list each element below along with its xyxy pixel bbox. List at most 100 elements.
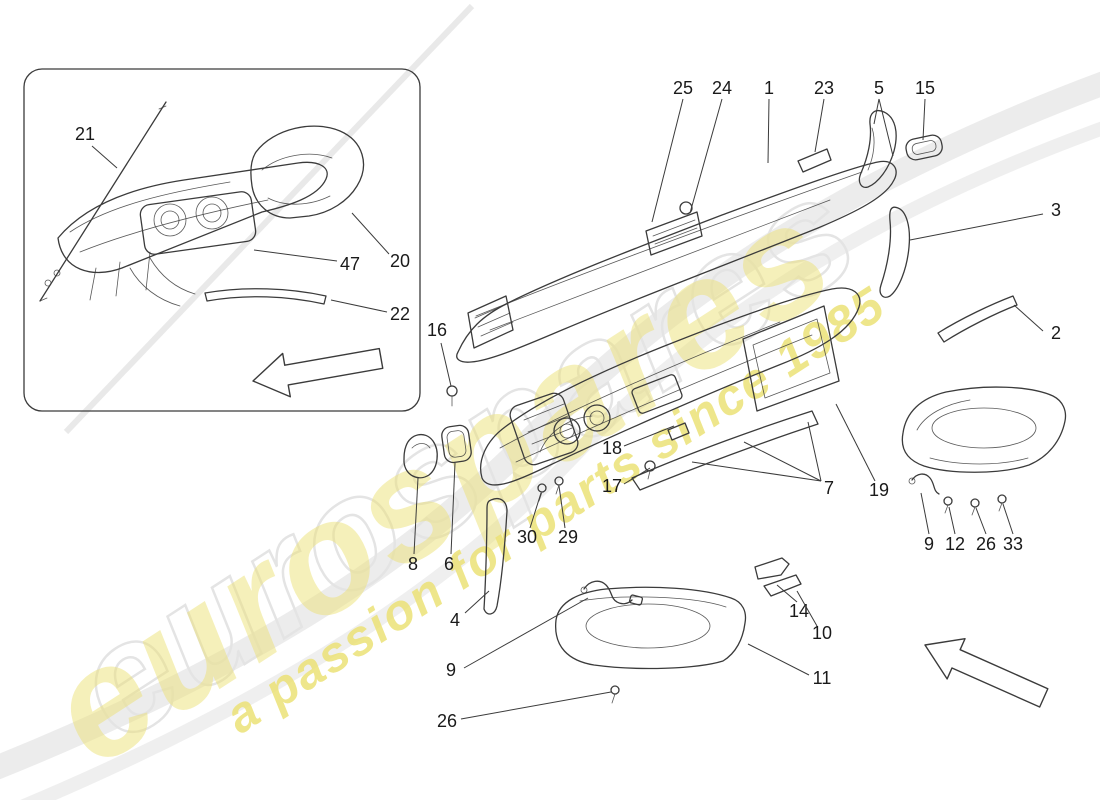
- radio-slot: [631, 374, 683, 414]
- column-lower-trim: [129, 257, 196, 307]
- callout-7: 7: [824, 478, 834, 498]
- leader-line-9: [920, 492, 930, 535]
- screw-26-right: [970, 498, 980, 508]
- glovebox-frame-19: [742, 305, 840, 412]
- callout-9: 9: [446, 660, 456, 680]
- screw-icon: [53, 269, 61, 277]
- side-vent-15: [905, 134, 943, 161]
- leader-line-24: [689, 98, 723, 214]
- screw-33: [997, 494, 1007, 504]
- leader-line-9: [463, 597, 589, 669]
- glovebox-trim-11: [555, 586, 747, 670]
- leader-line-26: [975, 507, 987, 535]
- leader-line-17: [623, 467, 651, 485]
- dashboard-structure: [480, 287, 861, 486]
- leader-line-1: [767, 98, 770, 164]
- main-dashboard-diagram: [403, 109, 1067, 708]
- leader-line-8: [413, 477, 419, 555]
- leader-line-47: [253, 249, 338, 262]
- leader-line-5: [878, 98, 894, 157]
- pillar-trim-4: [483, 497, 508, 615]
- handle-14: [754, 557, 790, 580]
- callout-29: 29: [558, 527, 578, 547]
- leader-line-6: [450, 462, 456, 555]
- pillar-trim-3: [879, 206, 911, 298]
- leader-line-16: [440, 342, 452, 387]
- leader-line-7: [807, 421, 822, 482]
- callout-4: 4: [450, 610, 460, 630]
- callout-5: 5: [874, 78, 884, 98]
- leader-line-10: [796, 590, 818, 627]
- callout-8: 8: [408, 554, 418, 574]
- direction-arrow-main: [924, 638, 1049, 708]
- trim-strip-7: [631, 410, 819, 491]
- trim-strip-22: [204, 288, 327, 305]
- hvac-unit: [509, 392, 579, 466]
- screw-icon: [44, 279, 52, 287]
- callout-47: 47: [340, 254, 360, 274]
- vent: [583, 404, 611, 432]
- leader-line-4: [464, 590, 490, 614]
- callout-23: 23: [814, 78, 834, 98]
- watermark-swoosh: [0, 71, 1100, 780]
- screw-26: [610, 685, 620, 695]
- callout-33: 33: [1003, 534, 1023, 554]
- leader-line-14: [776, 584, 798, 603]
- leader-line-7: [691, 461, 822, 482]
- leader-line-2: [1013, 304, 1044, 332]
- leader-line-20: [351, 212, 390, 255]
- inset-steering-column-diagram: [23, 68, 421, 412]
- steering-shroud-20: [250, 125, 365, 219]
- callout-22: 22: [390, 304, 410, 324]
- callout-18: 18: [602, 438, 622, 458]
- wiring-9-right: [911, 473, 940, 495]
- callout-16: 16: [427, 320, 447, 340]
- leader-line-29: [558, 485, 566, 529]
- leader-line-33: [1002, 503, 1014, 535]
- leader-line-3: [909, 213, 1044, 241]
- bracket-23: [797, 148, 832, 173]
- callout-17: 17: [602, 476, 622, 496]
- callout-26: 26: [437, 711, 457, 731]
- callout-21: 21: [75, 124, 95, 144]
- leader-line-5: [873, 98, 880, 125]
- callout-11: 11: [813, 668, 832, 688]
- wiring-9: [583, 580, 633, 605]
- direction-arrow-inset: [252, 347, 384, 398]
- callout-9: 9: [924, 534, 934, 554]
- glovebox-assembly-right: [901, 386, 1067, 473]
- callout-14: 14: [789, 601, 809, 621]
- vent: [553, 417, 581, 445]
- left-speaker-grille: [467, 295, 514, 349]
- leader-line-18: [623, 425, 675, 447]
- watermark-layer: eurospares eurospares a passion for part…: [0, 3, 1100, 800]
- bracket-18: [667, 422, 690, 441]
- leader-line-7: [743, 441, 822, 482]
- inset-border: [23, 68, 421, 412]
- leader-line-19: [835, 403, 876, 482]
- dashboard-cowl-assembly: [57, 161, 328, 301]
- leader-line-12: [948, 506, 956, 535]
- dashboard-shell-1: [456, 160, 897, 363]
- watermark-streak: [63, 3, 475, 435]
- callout-24: 24: [712, 78, 732, 98]
- leader-line-22: [330, 299, 388, 313]
- sensor-24: [679, 201, 693, 215]
- callout-19: 19: [869, 480, 889, 500]
- callout-10: 10: [812, 623, 832, 643]
- trim-strip-21: [39, 101, 167, 302]
- instrument-cluster-47: [139, 191, 257, 255]
- callout-20: 20: [390, 251, 410, 271]
- leader-line-26: [460, 691, 612, 720]
- callout-12: 12: [945, 534, 965, 554]
- bracket-10: [763, 574, 802, 597]
- screw-12: [943, 496, 953, 506]
- callout-6: 6: [444, 554, 454, 574]
- callout-1: 1: [764, 78, 774, 98]
- gasket-6: [441, 424, 472, 464]
- cover-8: [403, 433, 438, 479]
- leader-line-30: [529, 492, 542, 529]
